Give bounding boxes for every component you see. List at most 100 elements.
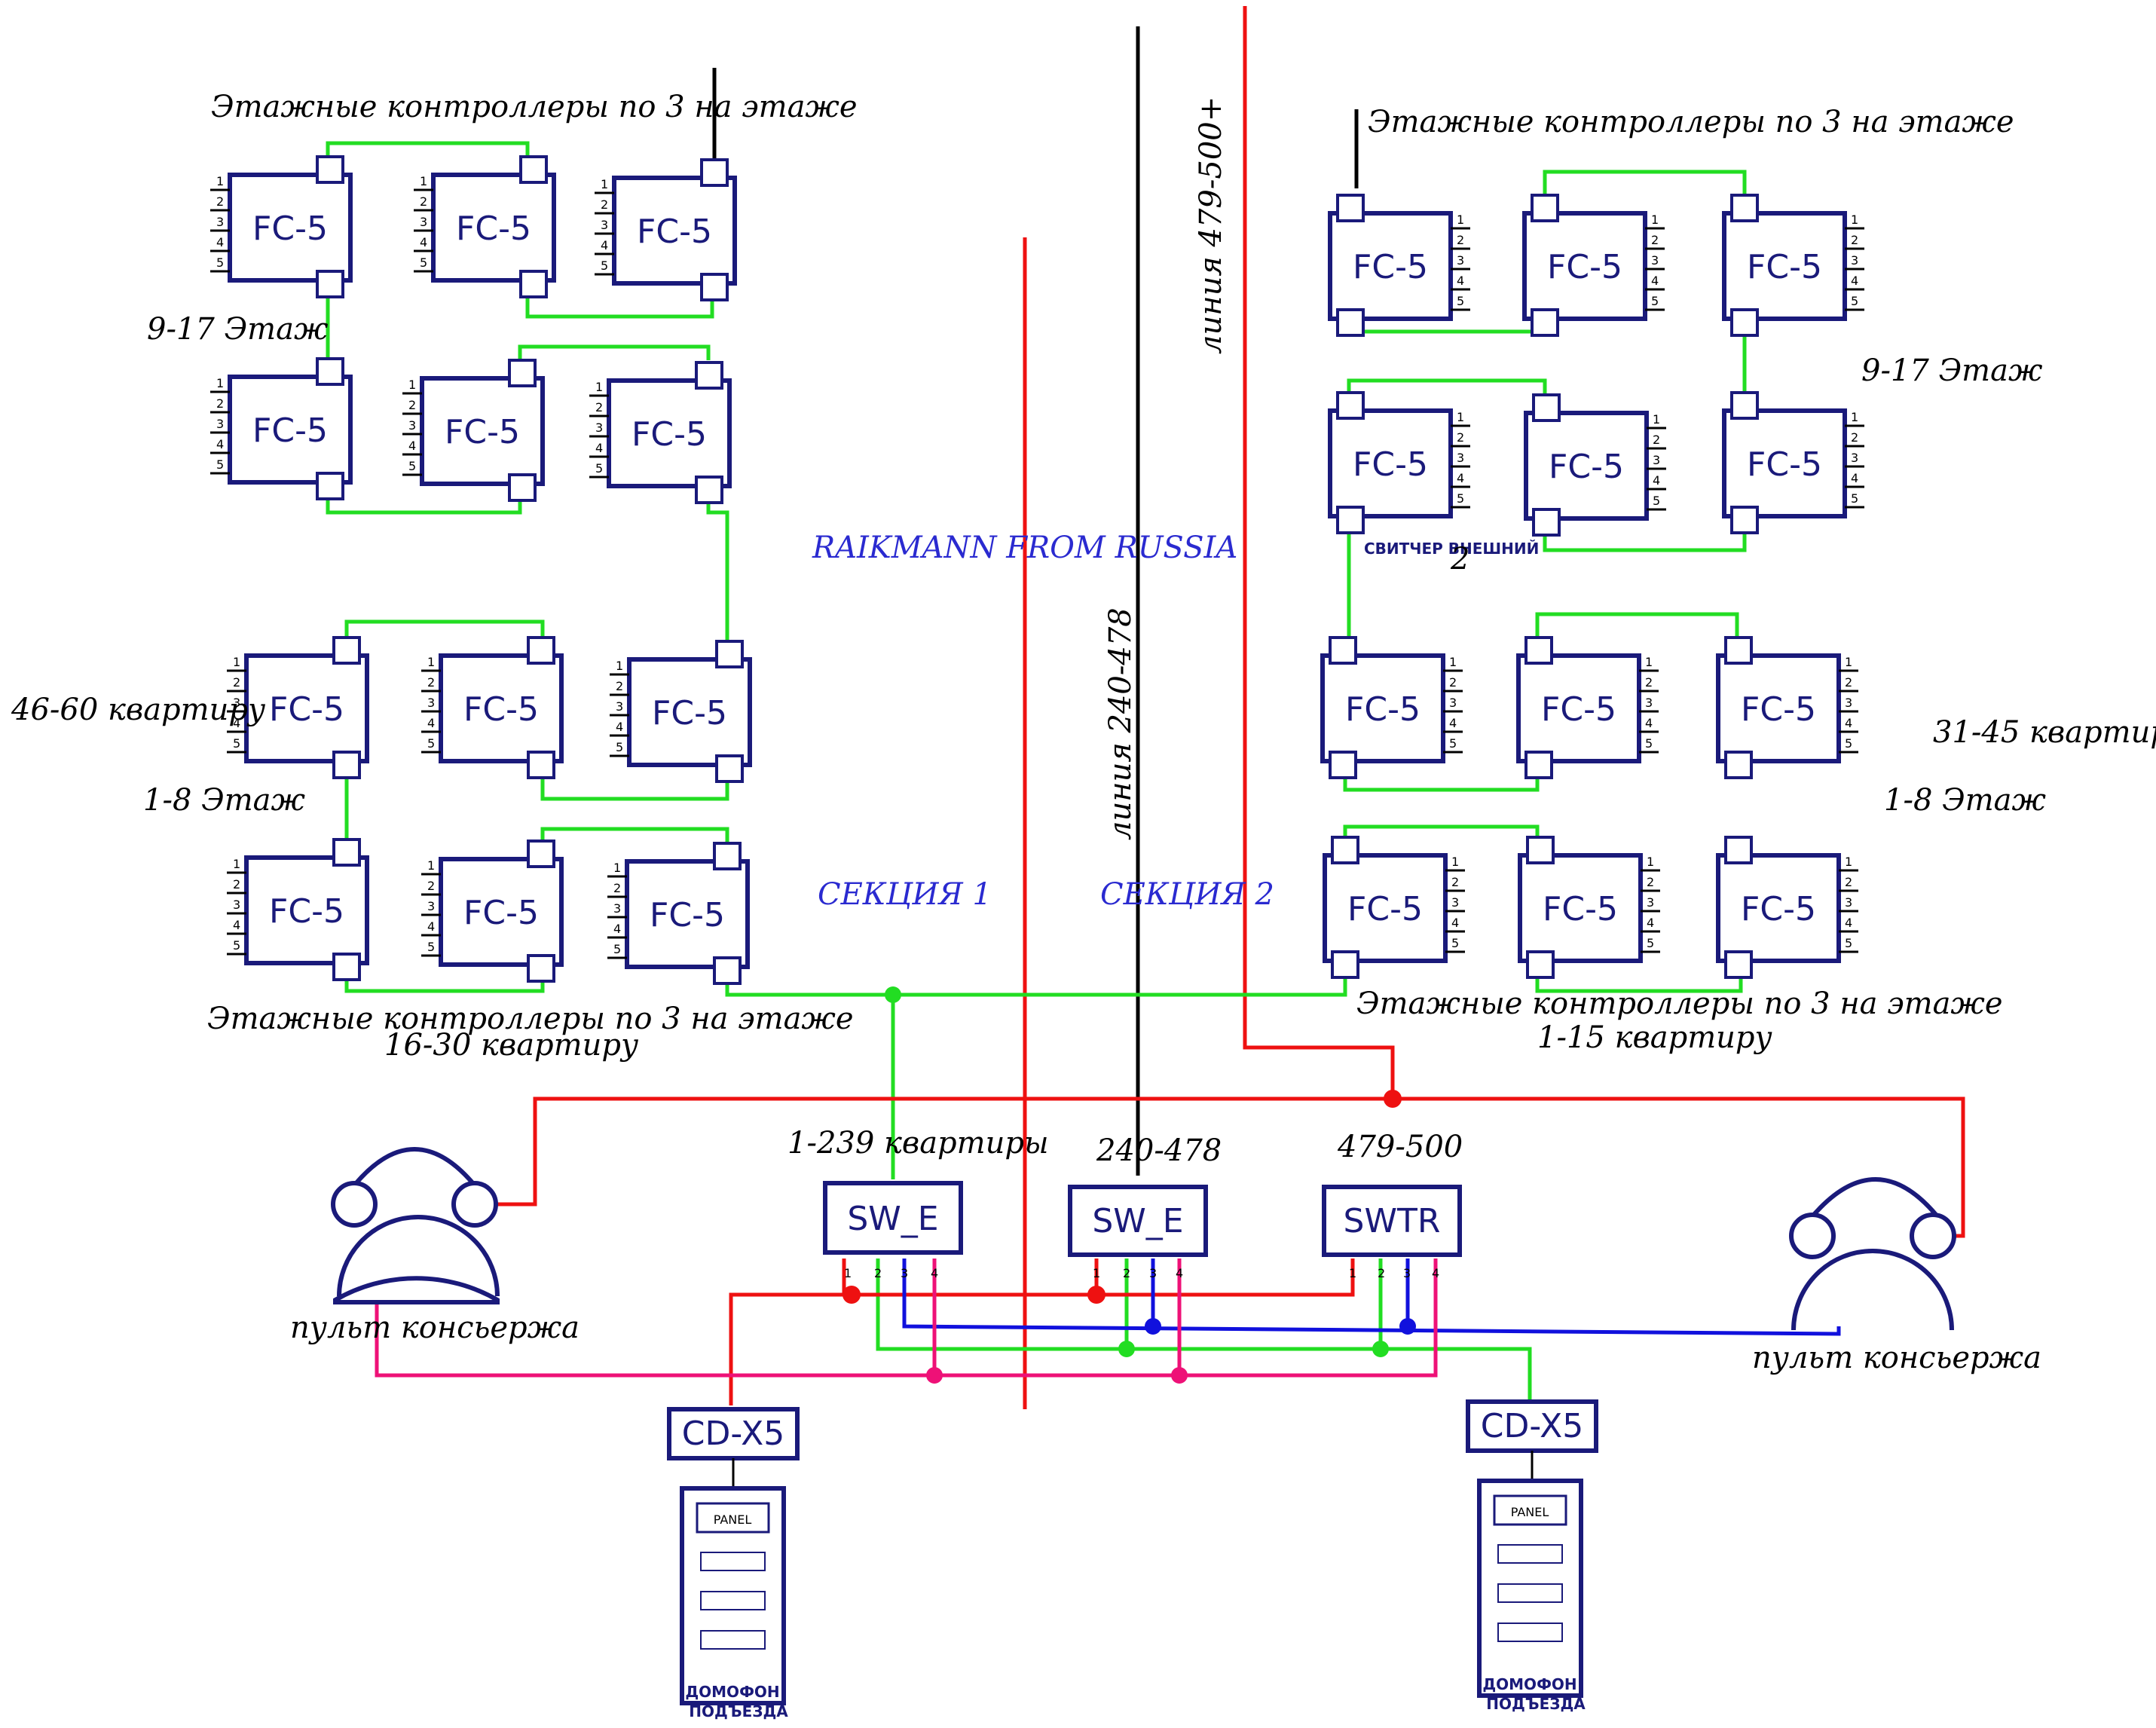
pin-label: 2	[601, 197, 608, 212]
pin-label: 4	[216, 437, 224, 451]
terminal	[1336, 308, 1365, 337]
pin-label: 1	[1457, 213, 1464, 227]
caption-floors: 9-17 Этаж	[1861, 353, 2043, 388]
pin-label: 5	[408, 459, 416, 473]
pin-label: 5	[233, 736, 240, 751]
terminal	[332, 636, 361, 665]
terminal	[1329, 751, 1357, 779]
terminal	[1724, 950, 1753, 979]
terminal	[1532, 393, 1561, 422]
pin-label: 4	[931, 1266, 938, 1280]
pin-label: 3	[616, 699, 623, 714]
pin-label: 2	[1845, 675, 1852, 690]
terminal	[700, 273, 729, 301]
terminal	[1331, 836, 1359, 864]
controller-label: FC-5	[1747, 248, 1822, 286]
terminal	[1526, 950, 1555, 979]
switch-label: SW_E	[1092, 1202, 1183, 1240]
pin-label: 3	[1845, 696, 1852, 710]
caption-floors: 1-8 Этаж	[143, 783, 306, 818]
pin-label: 1	[1093, 1266, 1100, 1280]
pin-label: 1	[613, 861, 621, 875]
terminal	[332, 751, 361, 779]
controller-label: FC-5	[1347, 890, 1423, 928]
controller-label: FC-5	[269, 892, 344, 931]
caption-apartments: 46-60 квартиру	[11, 693, 266, 727]
terminal	[1336, 506, 1365, 534]
pin-label: 1	[420, 174, 427, 188]
controllers-right: FC-512345FC-512345FC-512345FC-512345FC-5…	[1320, 194, 1864, 979]
pin-label: 1	[1645, 655, 1653, 669]
terminal	[527, 840, 555, 868]
terminal	[1724, 636, 1753, 665]
pin-label: 1	[1845, 855, 1852, 869]
pin-label: 2	[1123, 1266, 1130, 1280]
intercom-caption: ДОМОФОН	[1482, 1675, 1576, 1693]
caption-apartments: 31-45 квартиру	[1933, 715, 2156, 750]
pin-label: 4	[1845, 916, 1852, 930]
controller-label: FC-5	[1353, 248, 1428, 286]
terminal	[1730, 194, 1759, 222]
pin-label: 1	[427, 655, 435, 669]
terminal	[700, 158, 729, 187]
pin-label: 3	[1651, 253, 1659, 268]
terminal	[715, 640, 744, 668]
caption-floor-controllers: Этажные контроллеры по 3 на этаже	[1356, 986, 2003, 1021]
pin-label: 1	[1651, 213, 1659, 227]
pin-label: 1	[408, 378, 416, 392]
pin-label: 5	[216, 255, 224, 270]
terminal	[695, 361, 723, 390]
pin-label: 5	[1647, 936, 1654, 950]
pin-label: 4	[1449, 716, 1457, 730]
caption-section: СЕКЦИЯ 1	[818, 877, 992, 912]
pin-label: 4	[427, 716, 435, 730]
pin-label: 4	[233, 716, 240, 730]
pin-label: 3	[1851, 451, 1858, 465]
pin-label: 5	[427, 940, 435, 954]
pin-label: 2	[1457, 430, 1464, 445]
terminal	[1730, 308, 1759, 337]
controllers-left: FC-512345FC-512345FC-512345FC-512345FC-5…	[210, 155, 752, 985]
controller-label: FC-5	[1549, 448, 1624, 486]
caption-floor-controllers: Этажные контроллеры по 3 на этаже	[1368, 105, 2014, 139]
pin-label: 5	[1451, 936, 1459, 950]
intercom-caption: ПОДЪЕЗДА	[689, 1702, 788, 1720]
terminal	[316, 155, 344, 184]
controller-label: FC-5	[637, 213, 712, 251]
pin-label: 2	[1647, 875, 1654, 889]
pin-label: 2	[233, 877, 240, 892]
pin-label: 1	[216, 174, 224, 188]
caption-line: линия 479-500+	[1194, 96, 1228, 354]
controller-label: FC-5	[650, 896, 725, 934]
controller-label: FC-5	[1747, 445, 1822, 484]
pin-label: 4	[616, 720, 623, 734]
pin-label: 2	[420, 194, 427, 209]
pin-label: 5	[595, 461, 603, 476]
pin-label: 4	[216, 235, 224, 249]
pin-label: 2	[427, 879, 435, 893]
caption-apartments: 1-15 квартиру	[1537, 1020, 1772, 1055]
pin-label: 3	[901, 1266, 908, 1280]
pin-label: 3	[1653, 453, 1660, 467]
red-power-wiring	[497, 1096, 1965, 1405]
pin-label: 1	[1451, 855, 1459, 869]
pin-label: 3	[427, 899, 435, 913]
pin-label: 1	[595, 380, 603, 394]
pin-label: 2	[1851, 233, 1858, 247]
pin-label: 4	[420, 235, 427, 249]
pin-label: 5	[216, 457, 224, 472]
controller-label: FC-5	[1345, 690, 1421, 729]
controller-label: FC-5	[632, 415, 707, 454]
pin-label: 1	[1653, 412, 1660, 427]
